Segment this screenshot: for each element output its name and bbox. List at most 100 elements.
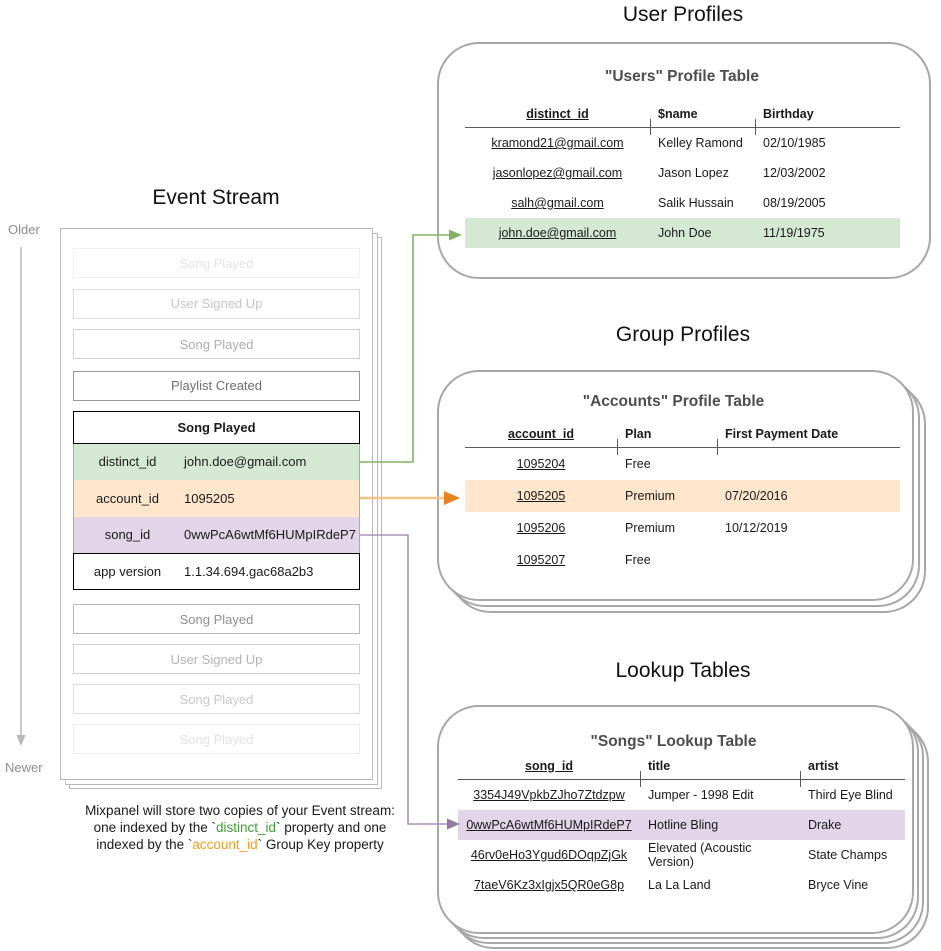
songs-table-header: song_id title artist — [458, 752, 905, 780]
users-table: distinct_id $name Birthday kramond21@gma… — [465, 100, 900, 248]
column-divider — [617, 439, 618, 455]
property-value: 0wwPcA6wtMf6HUMpIRdeP7 — [184, 527, 356, 543]
column-header: First Payment Date — [725, 426, 839, 441]
timeline-arrowhead-icon — [16, 735, 26, 746]
column-divider — [755, 119, 756, 135]
property-key: account_id — [96, 490, 159, 506]
column-divider — [717, 439, 718, 455]
account-id-cell: 1095205 — [516, 489, 566, 503]
title-cell: Jumper - 1998 Edit — [648, 788, 754, 802]
property-key: distinct_id — [98, 454, 157, 470]
song-id-cell: 46rv0eHo3Ygud6DOqpZjGk — [470, 848, 628, 862]
property-key: song_id — [104, 527, 151, 543]
event-box: Song Played — [73, 684, 360, 714]
caption-account-id: account_id — [192, 837, 258, 852]
song-id-cell: 0wwPcA6wtMf6HUMpIRdeP7 — [466, 818, 632, 832]
distinct-id-cell: kramond21@gmail.com — [491, 136, 624, 150]
column-header: account_id — [508, 426, 574, 441]
column-divider — [800, 771, 801, 787]
table-row-highlighted: 0wwPcA6wtMf6HUMpIRdeP7 Hotline Bling Dra… — [458, 810, 905, 840]
table-row-highlighted: 1095205 Premium 07/20/2016 — [465, 480, 900, 512]
artist-cell: Third Eye Blind — [808, 788, 893, 802]
event-property-app-version: app version 1.1.34.694.gac68a2b3 — [73, 553, 360, 590]
plan-cell: Premium — [625, 489, 676, 503]
event-property-song-id: song_id 0wwPcA6wtMf6HUMpIRdeP7 — [73, 516, 360, 553]
property-value: john.doe@gmail.com — [184, 454, 307, 470]
event-box: User Signed Up — [73, 644, 360, 674]
table-row-highlighted: john.doe@gmail.com John Doe 11/19/1975 — [465, 218, 900, 248]
birthday-cell: 02/10/1985 — [763, 136, 826, 150]
birthday-cell: 12/03/2002 — [763, 166, 826, 180]
plan-cell: Free — [625, 553, 651, 567]
table-row: 1095204 Free — [465, 448, 900, 480]
account-id-cell: 1095207 — [516, 553, 566, 567]
accounts-table-header: account_id Plan First Payment Date — [465, 420, 900, 448]
table-row: jasonlopez@gmail.com Jason Lopez 12/03/2… — [465, 158, 900, 188]
first-payment-cell: 10/12/2019 — [725, 521, 788, 535]
title-cell: La La Land — [648, 878, 711, 892]
older-label: Older — [8, 222, 40, 237]
event-stream-title: Event Stream — [152, 186, 280, 209]
table-row: 1095207 Free — [465, 544, 900, 576]
property-value: 1.1.34.694.gac68a2b3 — [184, 563, 314, 579]
birthday-cell: 08/19/2005 — [763, 196, 826, 210]
title-cell: Hotline Bling — [648, 818, 719, 832]
group-profiles-title: Group Profiles — [615, 323, 751, 346]
newer-label: Newer — [5, 760, 43, 775]
column-header: title — [648, 758, 671, 773]
table-row: kramond21@gmail.com Kelley Ramond 02/10/… — [465, 128, 900, 158]
plan-cell: Free — [625, 457, 651, 471]
event-box: Song Played — [73, 604, 360, 634]
accounts-card-title: "Accounts" Profile Table — [582, 393, 765, 410]
event-box: Playlist Created — [73, 370, 360, 401]
distinct-id-cell: john.doe@gmail.com — [498, 226, 617, 240]
artist-cell: Drake — [808, 818, 842, 832]
account-id-cell: 1095204 — [516, 457, 566, 471]
user-profiles-title: User Profiles — [622, 3, 744, 26]
title-cell: Elevated (Acoustic Version) — [648, 841, 752, 869]
column-header: song_id — [525, 758, 573, 773]
event-box: User Signed Up — [73, 288, 360, 319]
name-cell: Kelley Ramond — [658, 136, 743, 150]
first-payment-cell: 07/20/2016 — [725, 489, 788, 503]
timeline-arrow — [16, 247, 26, 746]
column-header: artist — [808, 758, 839, 773]
column-divider — [640, 771, 641, 787]
column-header: distinct_id — [526, 106, 589, 121]
distinct-id-cell: salh@gmail.com — [511, 196, 604, 210]
songs-card-title: "Songs" Lookup Table — [590, 733, 757, 750]
column-header: $name — [658, 106, 698, 121]
distinct-id-cell: jasonlopez@gmail.com — [492, 166, 623, 180]
artist-cell: Bryce Vine — [808, 878, 869, 892]
table-row: 7taeV6Kz3xIgjx5QR0eG8p La La Land Bryce … — [458, 870, 905, 900]
caption-distinct-id: distinct_id — [215, 820, 277, 835]
table-row: salh@gmail.com Salik Hussain 08/19/2005 — [465, 188, 900, 218]
property-value: 1095205 — [184, 490, 235, 506]
table-row: 1095206 Premium 10/12/2019 — [465, 512, 900, 544]
column-header: Plan — [625, 426, 652, 441]
account-id-cell: 1095206 — [516, 521, 566, 535]
users-card-title: "Users" Profile Table — [605, 68, 759, 85]
name-cell: John Doe — [658, 226, 712, 240]
plan-cell: Premium — [625, 521, 676, 535]
column-divider — [650, 119, 651, 135]
event-box: Song Played — [73, 724, 360, 754]
users-table-header: distinct_id $name Birthday — [465, 100, 900, 128]
songs-table: song_id title artist 3354J49VpkbZJho7Ztd… — [458, 752, 905, 900]
event-property-account-id: account_id 1095205 — [73, 480, 360, 517]
focused-event-title: Song Played — [73, 410, 360, 444]
lookup-tables-title: Lookup Tables — [615, 659, 751, 682]
event-property-distinct-id: distinct_id john.doe@gmail.com — [73, 443, 360, 480]
table-row: 46rv0eHo3Ygud6DOqpZjGk Elevated (Acousti… — [458, 840, 905, 870]
birthday-cell: 11/19/1975 — [763, 226, 825, 240]
caption-line1: Mixpanel will store two copies of your E… — [85, 803, 395, 818]
song-id-cell: 3354J49VpkbZJho7Ztdzpw — [473, 788, 625, 802]
artist-cell: State Champs — [808, 848, 888, 862]
event-stream-caption: Mixpanel will store two copies of your E… — [85, 803, 395, 852]
event-box: Song Played — [73, 248, 360, 278]
song-id-cell: 7taeV6Kz3xIgjx5QR0eG8p — [473, 878, 625, 892]
name-cell: Jason Lopez — [658, 166, 729, 180]
property-key: app version — [93, 563, 162, 579]
table-row: 3354J49VpkbZJho7Ztdzpw Jumper - 1998 Edi… — [458, 780, 905, 810]
